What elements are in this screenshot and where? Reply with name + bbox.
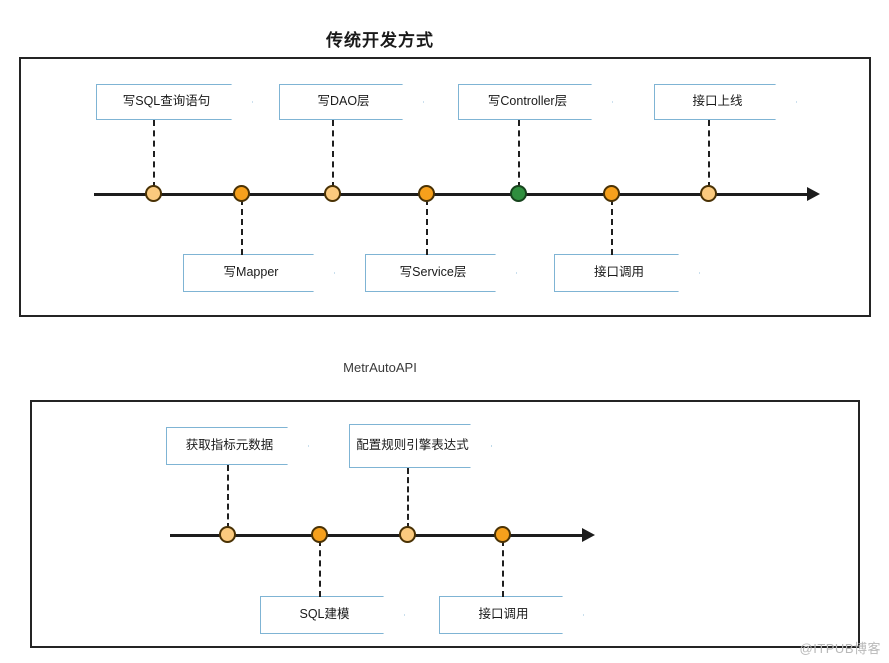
step-box-label: 写DAO层: [317, 94, 370, 109]
connector-traditional-5: [518, 120, 520, 188]
timeline-marker-auto-4[interactable]: [494, 526, 511, 543]
connector-traditional-4: [426, 199, 428, 255]
panel-title-traditional: 传统开发方式: [326, 31, 434, 50]
connector-auto-2: [319, 540, 321, 597]
timeline-axis-traditional: [94, 193, 807, 196]
step-box-label: 获取指标元数据: [185, 438, 274, 453]
timeline-marker-traditional-2[interactable]: [233, 185, 250, 202]
step-box-traditional-6[interactable]: 接口调用: [554, 254, 700, 292]
step-box-traditional-2[interactable]: 写Mapper: [183, 254, 335, 292]
timeline-arrowhead-auto: [582, 528, 595, 542]
panel-auto: 获取指标元数据 配置规则引擎表达式 SQL建模 接口调用: [30, 400, 860, 648]
timeline-marker-traditional-4[interactable]: [418, 185, 435, 202]
connector-traditional-2: [241, 199, 243, 255]
connector-traditional-3: [332, 120, 334, 188]
step-box-label: 配置规则引擎表达式: [356, 438, 469, 453]
step-box-auto-1[interactable]: 获取指标元数据: [166, 427, 309, 465]
connector-traditional-6: [611, 199, 613, 255]
connector-auto-4: [502, 540, 504, 597]
connector-traditional-7: [708, 120, 710, 188]
step-box-label: 接口调用: [593, 265, 644, 280]
watermark: @ITPUB博客: [799, 641, 881, 656]
step-box-auto-4[interactable]: 接口调用: [439, 596, 584, 634]
timeline-marker-auto-3[interactable]: [399, 526, 416, 543]
step-box-traditional-7[interactable]: 接口上线: [654, 84, 797, 120]
timeline-axis-auto: [170, 534, 582, 537]
step-box-traditional-3[interactable]: 写DAO层: [279, 84, 424, 120]
connector-auto-3: [407, 468, 409, 529]
step-box-label: 写Controller层: [487, 94, 568, 109]
step-box-traditional-5[interactable]: 写Controller层: [458, 84, 613, 120]
step-box-label: 写Service层: [399, 265, 467, 280]
timeline-marker-traditional-1[interactable]: [145, 185, 162, 202]
step-box-traditional-1[interactable]: 写SQL查询语句: [96, 84, 253, 120]
timeline-arrowhead-traditional: [807, 187, 820, 201]
timeline-marker-traditional-3[interactable]: [324, 185, 341, 202]
panel-title-auto: MetrAutoAPI: [343, 360, 417, 375]
step-box-traditional-4[interactable]: 写Service层: [365, 254, 517, 292]
panel-traditional: 写SQL查询语句 写DAO层 写Controller层 接口上线 写Mapper…: [19, 57, 871, 317]
step-box-auto-2[interactable]: SQL建模: [260, 596, 405, 634]
timeline-marker-auto-2[interactable]: [311, 526, 328, 543]
timeline-marker-auto-1[interactable]: [219, 526, 236, 543]
timeline-marker-traditional-6[interactable]: [603, 185, 620, 202]
timeline-marker-traditional-5[interactable]: [510, 185, 527, 202]
step-box-label: 接口调用: [478, 607, 529, 622]
step-box-label: 写SQL查询语句: [122, 94, 211, 109]
step-box-label: SQL建模: [299, 607, 350, 622]
step-box-label: 接口上线: [692, 94, 743, 109]
timeline-marker-traditional-7[interactable]: [700, 185, 717, 202]
step-box-label: 写Mapper: [223, 265, 279, 280]
step-box-auto-3[interactable]: 配置规则引擎表达式: [349, 424, 492, 468]
connector-traditional-1: [153, 120, 155, 188]
connector-auto-1: [227, 465, 229, 529]
